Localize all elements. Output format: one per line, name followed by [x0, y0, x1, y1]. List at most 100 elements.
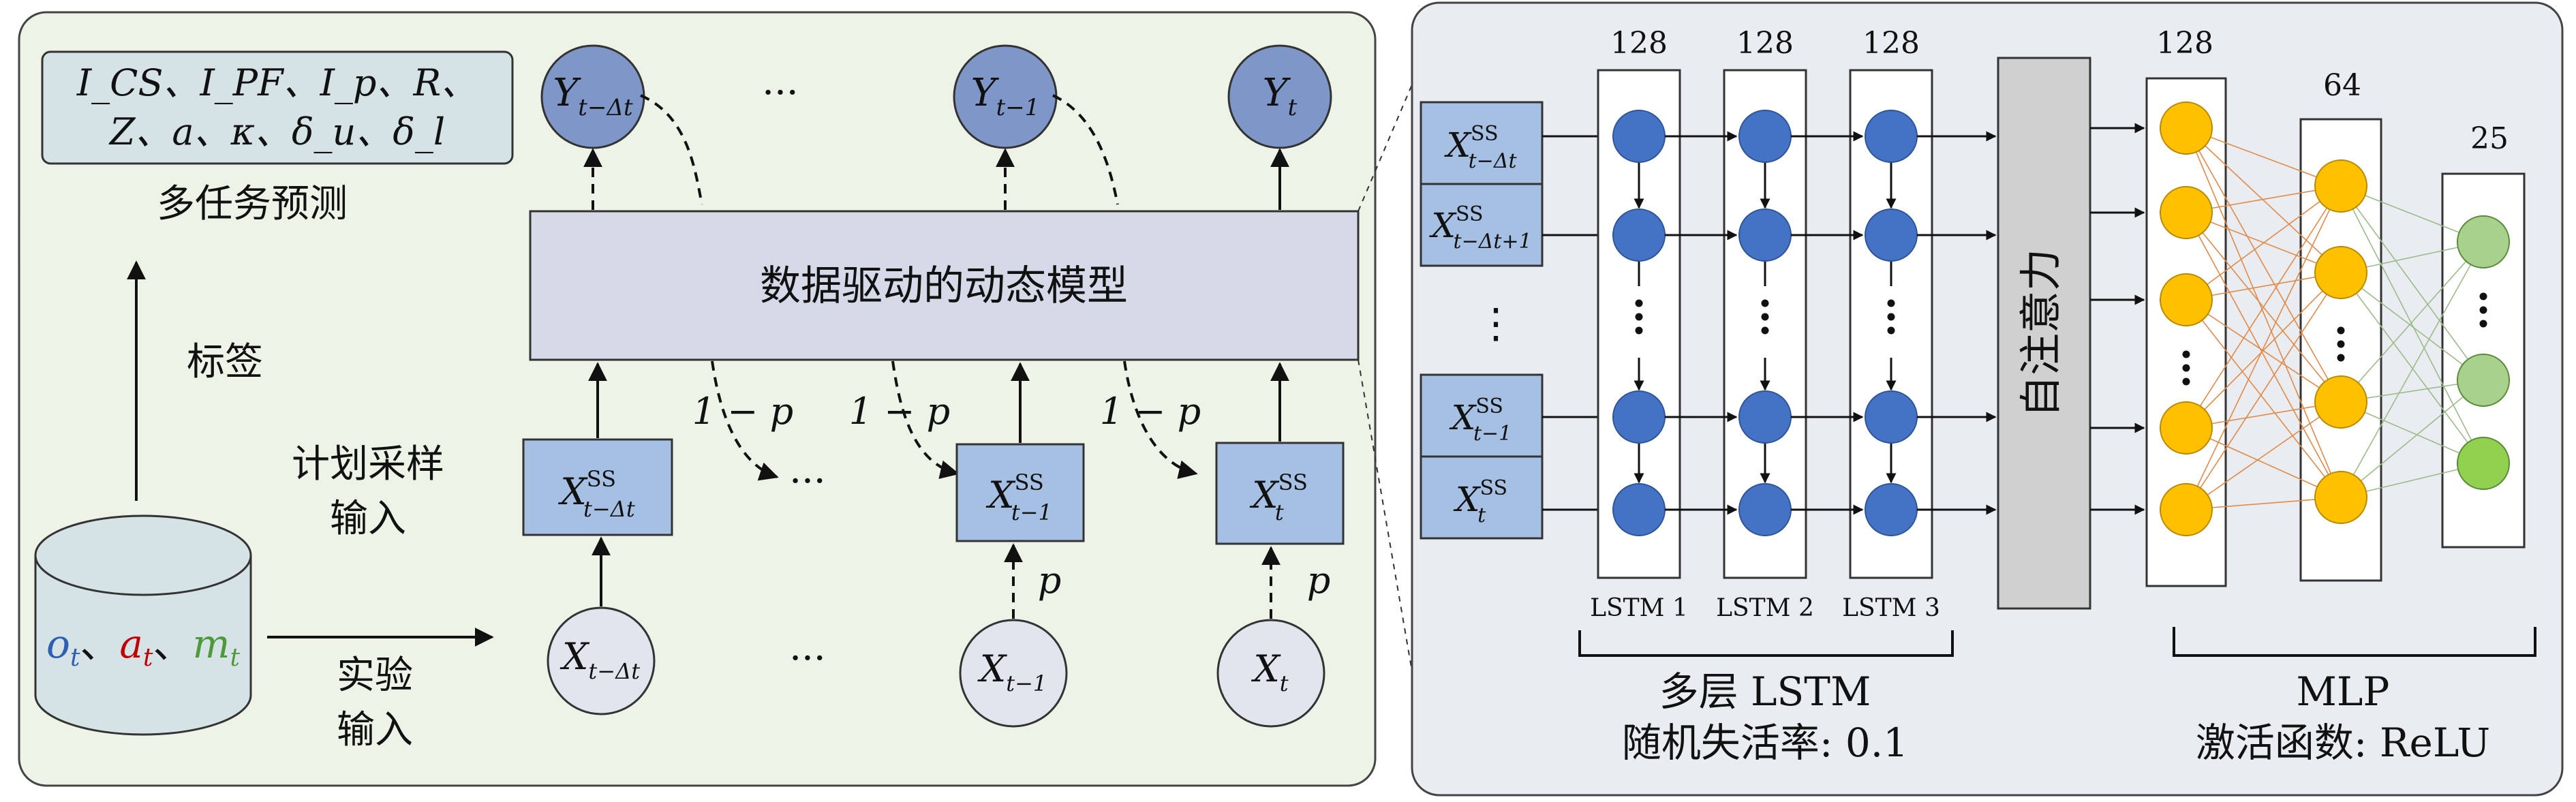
- label-label: 标签: [187, 340, 263, 384]
- lstm-group-sub: 随机失活率: 0.1: [1622, 720, 1908, 766]
- lstm-2-node-3: [1738, 390, 1792, 444]
- input-vdots: ⋮: [1475, 300, 1516, 348]
- mlp-edge-12-1-1: [2186, 127, 2342, 187]
- mlp-edges: [2186, 127, 2484, 510]
- mlp-edge-12-1-3: [2186, 127, 2342, 403]
- zoom-line-top: [1358, 74, 1417, 212]
- mlp-2-vdots-0: [2337, 326, 2345, 335]
- p-label-2: p: [1038, 559, 1062, 602]
- lstm-3-node-3: [1865, 390, 1918, 444]
- mlp-1-vdots-0: [2182, 350, 2190, 358]
- lstm-1-node-3: [1612, 390, 1666, 444]
- mlp-2-node-4: [2314, 471, 2367, 524]
- dynamic-model-label: 数据驱动的动态模型: [760, 262, 1128, 310]
- svg-text:64: 64: [2323, 68, 2361, 103]
- feedback-curve-2-bottom: [891, 360, 960, 479]
- svg-text:LSTM 2: LSTM 2: [1716, 594, 1814, 622]
- p-label-3: p: [1307, 559, 1331, 602]
- targets-box: I_CS、I_PF、I_p、R、 Z、a、κ、δ_u、δ_l: [41, 50, 514, 165]
- mlp-edge-23-1-3: [2340, 185, 2484, 464]
- lstm-3-vdots-1: [1887, 313, 1895, 321]
- lstm-3-vdots-2: [1887, 326, 1895, 335]
- mlp-group-sub: 激活函数: ReLU: [2196, 720, 2490, 766]
- lstm-2-node-2: [1738, 209, 1792, 262]
- mlp-1-node-5: [2160, 483, 2213, 536]
- svg-text:Xt: Xt: [1251, 647, 1288, 696]
- mlp-edge-12-2-4: [2186, 212, 2342, 498]
- mlp-edge-12-4-2: [2186, 272, 2342, 429]
- lstm-3-node-4: [1865, 483, 1918, 536]
- mlp-3-vdots-0: [2479, 292, 2487, 300]
- one-minus-p-3: 1 − p: [1100, 390, 1201, 433]
- left-panel: I_CS、I_PF、I_p、R、 Z、a、κ、δ_u、δ_l 多任务预测 标签 …: [18, 11, 1377, 787]
- lstm-1-node-1: [1612, 110, 1666, 163]
- dynamic-model-box: [529, 210, 1360, 361]
- one-minus-p-1: 1 − p: [692, 390, 794, 433]
- mlp-edge-12-5-3: [2186, 401, 2342, 510]
- lstm-1-node-4: [1612, 483, 1666, 536]
- svg-text:LSTM 1: LSTM 1: [1590, 594, 1688, 622]
- svg-text:128: 128: [1736, 26, 1794, 61]
- lstm-1-vdots-2: [1635, 326, 1643, 335]
- mlp-3-vdots-1: [2479, 306, 2487, 314]
- mlp-1-vdots-1: [2182, 364, 2190, 372]
- mlp-edge-12-1-2: [2186, 127, 2342, 273]
- mlp-edge-23-3-1: [2340, 241, 2484, 403]
- mlp-edge-23-1-2: [2340, 185, 2484, 381]
- one-minus-p-2: 1 − p: [849, 390, 951, 433]
- database-vars: ot、at、mt: [46, 621, 240, 672]
- feedback-curve-3-bottom: [1123, 360, 1198, 479]
- lstm-group-title: 多层 LSTM: [1659, 668, 1871, 715]
- output-node-1: Yt−Δt: [540, 44, 645, 149]
- lstm-3-node-2: [1865, 209, 1918, 262]
- lstm-2-vdots-1: [1761, 313, 1769, 321]
- lstm-2-vdots-0: [1761, 299, 1769, 307]
- lstm-group-bracket: [1578, 630, 1954, 657]
- output-node-3: Yt: [1227, 44, 1332, 149]
- mlp-1-node-4: [2160, 401, 2213, 454]
- lstm-nodes: [1612, 110, 1997, 536]
- attention-arrows: [2090, 123, 2145, 515]
- multitask-label: 多任务预测: [157, 182, 348, 226]
- mlp-edge-12-3-4: [2186, 299, 2342, 498]
- exp-input-node-1: Xt−Δt: [547, 606, 656, 715]
- mlp-1-node-1: [2160, 102, 2213, 155]
- zoom-line-bottom: [1358, 359, 1417, 696]
- lstm-2-vdots-2: [1761, 326, 1769, 335]
- mlp-2-node-2: [2314, 246, 2367, 299]
- lstm-1-vdots-0: [1635, 299, 1643, 307]
- mlp-2-vdots-2: [2337, 354, 2345, 362]
- mlp-group-title: MLP: [2297, 668, 2390, 715]
- mlp-edge-12-4-4: [2186, 427, 2342, 498]
- mlp-edge-23-4-2: [2340, 380, 2484, 498]
- output-node-2: Yt−1: [953, 44, 1058, 149]
- svg-text:Yt: Yt: [1263, 71, 1298, 121]
- mlp-edge-23-2-3: [2340, 272, 2484, 464]
- mlp-edge-23-2-2: [2340, 272, 2484, 381]
- mlp-2-node-3: [2314, 375, 2367, 429]
- ss-ellipsis: ···: [789, 459, 825, 504]
- feedback-curve-1-bottom: [711, 360, 779, 481]
- mlp-edge-12-5-1: [2186, 185, 2342, 510]
- svg-text:128: 128: [1610, 26, 1668, 61]
- exp-label-2: 输入: [337, 708, 413, 752]
- mlp-1-vdots-2: [2182, 377, 2190, 386]
- mlp-2-node-1: [2314, 159, 2367, 213]
- exp-label-1: 实验: [337, 653, 413, 698]
- attention-block: 自注意力: [1997, 57, 2091, 610]
- lstm-3-node-1: [1865, 110, 1918, 163]
- mlp-2-vdots-1: [2337, 340, 2345, 348]
- attention-label: 自注意力: [2016, 249, 2066, 418]
- mlp-3-node-2: [2457, 354, 2510, 407]
